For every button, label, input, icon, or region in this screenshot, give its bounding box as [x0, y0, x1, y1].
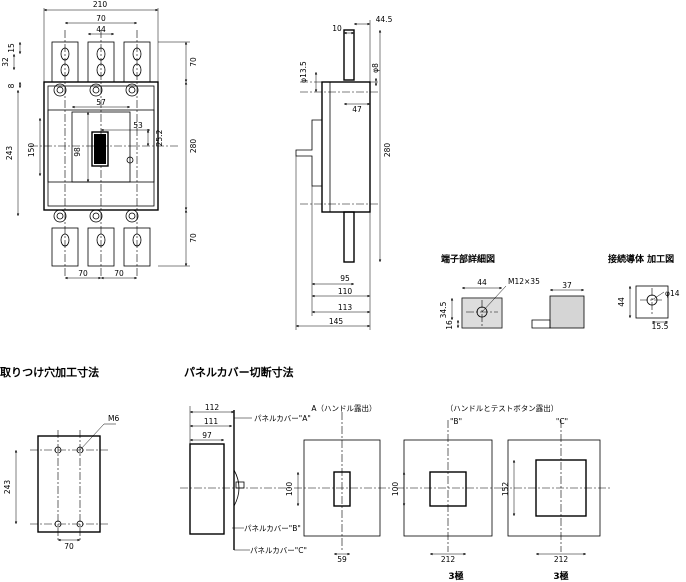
cutout-a-59: 59: [337, 555, 347, 564]
dim-32: 32: [1, 57, 10, 67]
dim-70-r1: 70: [189, 57, 198, 67]
panel-dim-97: 97: [202, 431, 212, 440]
side-dim-10: 10: [332, 24, 342, 33]
cover-c-label: パネルカバー"C": [250, 546, 307, 555]
dim-98: 98: [73, 147, 82, 157]
conductor-dim-44: 44: [617, 297, 626, 307]
terminal-dim-16: 16: [445, 320, 454, 330]
cutout-a-100: 100: [285, 482, 294, 497]
terminal-dim-44: 44: [477, 278, 487, 287]
cutout-bc-label: （ハンドルとテストボタン露出）: [446, 403, 559, 413]
cutout-c-152: 152: [501, 482, 510, 497]
mount-m6: M6: [108, 414, 119, 423]
panel-cover: パネルカバー切断寸法 112 111 97 パネルカバー"A" パネルカバー"B…: [180, 365, 610, 582]
conductor-title: 接続導体 加工図: [608, 253, 674, 265]
front-view: 210 70 44 15 32 8 57 53 25.2 98 150 243 …: [1, 0, 198, 280]
cover-b-label: パネルカバー"B": [244, 524, 301, 533]
conductor-detail: 接続導体 加工図 44 φ14 15.5: [608, 253, 680, 331]
dim-243: 243: [5, 146, 14, 161]
dim-70-b2: 70: [114, 269, 124, 278]
side-dim-110: 110: [338, 287, 353, 296]
side-dim-145: 145: [329, 317, 344, 326]
side-dim-280: 280: [383, 143, 392, 158]
dim-70-top: 70: [96, 14, 106, 23]
panel-dim-111: 111: [204, 417, 219, 426]
side-dim-47: 47: [352, 105, 362, 114]
panel-title: パネルカバー切断寸法: [184, 365, 294, 379]
cutout-c-212: 212: [554, 555, 569, 564]
terminal-dim-34-5: 34.5: [439, 301, 448, 318]
dim-210: 210: [93, 0, 108, 9]
dim-70-b1: 70: [78, 269, 88, 278]
dim-15: 15: [7, 43, 16, 53]
terminal-title: 端子部詳細図: [441, 253, 495, 265]
side-view: 10 44.5 φ13.5 φ8 47 280 95 110 113 145: [295, 15, 393, 330]
dim-25-2: 25.2: [155, 129, 164, 146]
dim-44: 44: [96, 25, 106, 34]
dim-150: 150: [27, 143, 36, 158]
cutout-a-label: A（ハンドル露出）: [311, 403, 376, 413]
mount-dim-243: 243: [3, 480, 12, 495]
dim-280: 280: [189, 139, 198, 154]
cover-a-label: パネルカバー"A": [254, 414, 311, 423]
terminal-detail: 端子部詳細図 44 M12×35 34.5 16 37: [439, 253, 585, 330]
cutout-b-100: 100: [391, 482, 400, 497]
dim-70-r2: 70: [189, 233, 198, 243]
dim-8: 8: [7, 83, 16, 88]
conductor-dim-15-5: 15.5: [652, 322, 669, 331]
mount-title: 取りつけ穴加工寸法: [0, 365, 99, 379]
terminal-dim-37: 37: [562, 281, 572, 290]
dim-53: 53: [133, 121, 143, 130]
cutout-c-quote: "C": [556, 417, 568, 426]
cutout-b-3p: 3極: [448, 570, 463, 582]
mount-dim-70: 70: [64, 542, 74, 551]
cutout-c-3p: 3極: [553, 570, 568, 582]
side-dim-95: 95: [340, 274, 350, 283]
side-dim-44-5: 44.5: [376, 15, 393, 24]
conductor-dim-14: φ14: [665, 289, 680, 298]
cutout-b-212: 212: [441, 555, 456, 564]
mount-holes: 取りつけ穴加工寸法 M6 243 70: [0, 365, 119, 551]
side-dim-8: φ8: [371, 63, 380, 73]
side-dim-13-5: φ13.5: [299, 61, 308, 83]
dim-57: 57: [96, 98, 106, 107]
terminal-m12: M12×35: [508, 277, 540, 286]
cutout-b-quote: "B": [450, 417, 462, 426]
panel-dim-112: 112: [205, 403, 220, 412]
side-dim-113: 113: [338, 303, 353, 312]
